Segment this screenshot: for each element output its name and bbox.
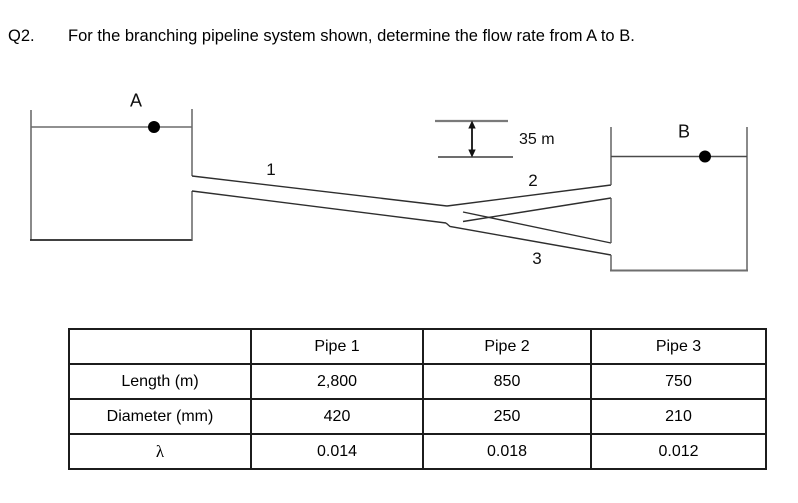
- diameter-pipe1-value: 420: [250, 398, 424, 435]
- lambda-pipe2-value: 0.018: [422, 433, 592, 470]
- pipe-1: [191, 175, 448, 224]
- table-header-row: Pipe 1 Pipe 2 Pipe 3: [68, 328, 767, 365]
- lambda-pipe3-value: 0.012: [590, 433, 767, 470]
- head-difference-dimension: [435, 119, 513, 158]
- dimension-arrowhead-down-icon: [468, 149, 476, 158]
- length-pipe3-value: 750: [590, 363, 767, 400]
- row-label-diameter: Diameter (mm): [68, 398, 252, 435]
- reservoir-a: [30, 109, 193, 241]
- length-pipe2-value: 850: [422, 363, 592, 400]
- table-header-blank: [68, 328, 252, 365]
- pipeline-diagram: A B 1 2 3 35 m: [30, 90, 748, 272]
- pipe-1-lower-line: [191, 190, 447, 224]
- diameter-pipe2-value: 250: [422, 398, 592, 435]
- length-pipe1-value: 2,800: [250, 363, 424, 400]
- question-text: For the branching pipeline system shown,…: [68, 27, 635, 45]
- reservoir-b-label: B: [677, 121, 691, 142]
- pipe-2-label: 2: [528, 171, 538, 190]
- table-header-pipe3: Pipe 3: [590, 328, 767, 365]
- table-row-length: Length (m) 2,800 850 750: [68, 363, 767, 400]
- table-header-pipe2: Pipe 2: [422, 328, 592, 365]
- pipe-3-label: 3: [532, 249, 542, 268]
- question-number: Q2.: [8, 27, 35, 45]
- lambda-pipe1-value: 0.014: [250, 433, 424, 470]
- pipe-2-upper-line: [446, 184, 612, 207]
- dimension-arrowhead-up-icon: [468, 120, 476, 129]
- pipe-data-table: Pipe 1 Pipe 2 Pipe 3 Length (m) 2,800 85…: [68, 328, 767, 470]
- reservoir-a-label: A: [129, 90, 143, 111]
- table-row-lambda: λ 0.014 0.018 0.012: [68, 433, 767, 470]
- pipe-1-label: 1: [266, 160, 276, 179]
- diameter-pipe3-value: 210: [590, 398, 767, 435]
- table-header-pipe1: Pipe 1: [250, 328, 424, 365]
- pipe-3-lower-line: [445, 222, 612, 256]
- row-label-length: Length (m): [68, 363, 252, 400]
- row-label-lambda: λ: [68, 433, 252, 470]
- reservoir-a-surface-point: [148, 121, 160, 133]
- pipe-3: [445, 211, 612, 256]
- table-row-diameter: Diameter (mm) 420 250 210: [68, 398, 767, 435]
- pipe-3-upper-line: [462, 211, 612, 244]
- reservoir-b-surface-point: [699, 150, 711, 163]
- reservoir-b: [610, 127, 748, 272]
- head-difference-label: 35 m: [519, 131, 555, 148]
- diagram-canvas: [30, 109, 748, 272]
- pipe-1-upper-line: [191, 175, 448, 207]
